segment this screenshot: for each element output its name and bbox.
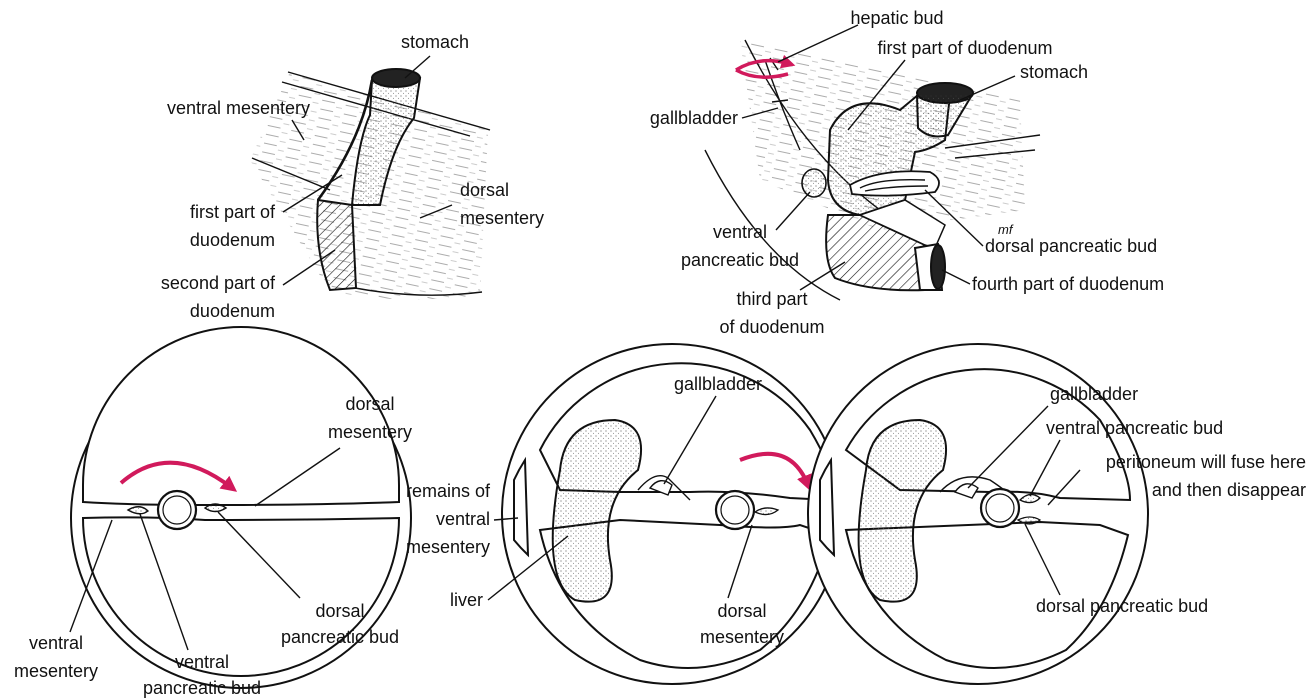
label-dorsal-mesentery-1: dorsal bbox=[460, 180, 509, 200]
upper-compartment-left bbox=[83, 327, 399, 505]
gut-tube-left bbox=[158, 491, 196, 529]
label-dorsal-bud-bl-2: pancreatic bud bbox=[281, 627, 399, 647]
label-ventral-mesentery: ventral mesentery bbox=[167, 98, 310, 118]
panel-top-right: mf hepatic bud first part of duodenum st… bbox=[650, 8, 1164, 337]
label-dorsal-bud-bl-1: dorsal bbox=[315, 601, 364, 621]
left-slit-middle bbox=[514, 460, 528, 555]
label-remains-3: mesentery bbox=[406, 537, 490, 557]
label-stomach: stomach bbox=[401, 32, 469, 52]
label-hepatic-bud: hepatic bud bbox=[850, 8, 943, 28]
label-stomach-right: stomach bbox=[1020, 62, 1088, 82]
label-third-part-2: of duodenum bbox=[719, 317, 824, 337]
label-remains-2: ventral bbox=[436, 509, 490, 529]
label-peritoneum-2: and then disappear bbox=[1152, 480, 1306, 500]
label-first-part-2: duodenum bbox=[190, 230, 275, 250]
leader-fourth-part bbox=[942, 270, 970, 284]
label-dorsal-mesentery-bm-1: dorsal bbox=[717, 601, 766, 621]
lower-compartment-left bbox=[83, 517, 399, 676]
label-ventral-bud-bl-2: pancreatic bud bbox=[143, 678, 261, 698]
label-liver: liver bbox=[450, 590, 483, 610]
label-fourth-part: fourth part of duodenum bbox=[972, 274, 1164, 294]
label-dorsal-mesentery-bl-1: dorsal bbox=[345, 394, 394, 414]
panel-top-left: stomach ventral mesentery dorsal mesente… bbox=[161, 32, 544, 321]
label-ventral-mesentery-bl-2: mesentery bbox=[14, 661, 98, 681]
label-dorsal-mesentery-bm-2: mesentery bbox=[700, 627, 784, 647]
label-third-part-1: third part bbox=[736, 289, 807, 309]
panel-bottom-right: gallbladder ventral pancreatic bud perit… bbox=[808, 344, 1306, 684]
gut-tube-right bbox=[981, 489, 1019, 527]
panel-bottom-middle: gallbladder remains of ventral mesentery… bbox=[406, 344, 842, 684]
fourth-part-opening bbox=[931, 245, 945, 289]
label-ventral-bud-bl-1: ventral bbox=[175, 652, 229, 672]
leader-hepatic-bud bbox=[778, 25, 858, 62]
label-remains-1: remains of bbox=[406, 481, 491, 501]
label-gallbladder-right: gallbladder bbox=[650, 108, 738, 128]
label-dorsal-mesentery-2: mesentery bbox=[460, 208, 544, 228]
label-ventral-mesentery-bl-1: ventral bbox=[29, 633, 83, 653]
label-gallbladder-br: gallbladder bbox=[1050, 384, 1138, 404]
label-ventral-bud-right-2: pancreatic bud bbox=[681, 250, 799, 270]
left-slit-right bbox=[820, 460, 834, 555]
leader-ventral-bud-right bbox=[776, 192, 810, 230]
label-first-part-1: first part of bbox=[190, 202, 276, 222]
ventral-pancreatic-bud-shape bbox=[802, 169, 826, 197]
label-ventral-bud-br: ventral pancreatic bud bbox=[1046, 418, 1223, 438]
label-gallbladder-bm: gallbladder bbox=[674, 374, 762, 394]
label-dorsal-mesentery-bl-2: mesentery bbox=[328, 422, 412, 442]
label-dorsal-bud-br: dorsal pancreatic bud bbox=[1036, 596, 1208, 616]
label-ventral-bud-right-1: ventral bbox=[713, 222, 767, 242]
label-second-part-2: duodenum bbox=[190, 301, 275, 321]
label-second-part-1: second part of bbox=[161, 273, 276, 293]
label-first-part-right: first part of duodenum bbox=[877, 38, 1052, 58]
artist-signature: mf bbox=[998, 222, 1014, 237]
panel-bottom-left: dorsal mesentery ventral mesentery ventr… bbox=[14, 327, 412, 698]
label-dorsal-bud-right: dorsal pancreatic bud bbox=[985, 236, 1157, 256]
label-peritoneum-1: peritoneum will fuse here bbox=[1106, 452, 1306, 472]
gut-tube-middle bbox=[716, 491, 754, 529]
